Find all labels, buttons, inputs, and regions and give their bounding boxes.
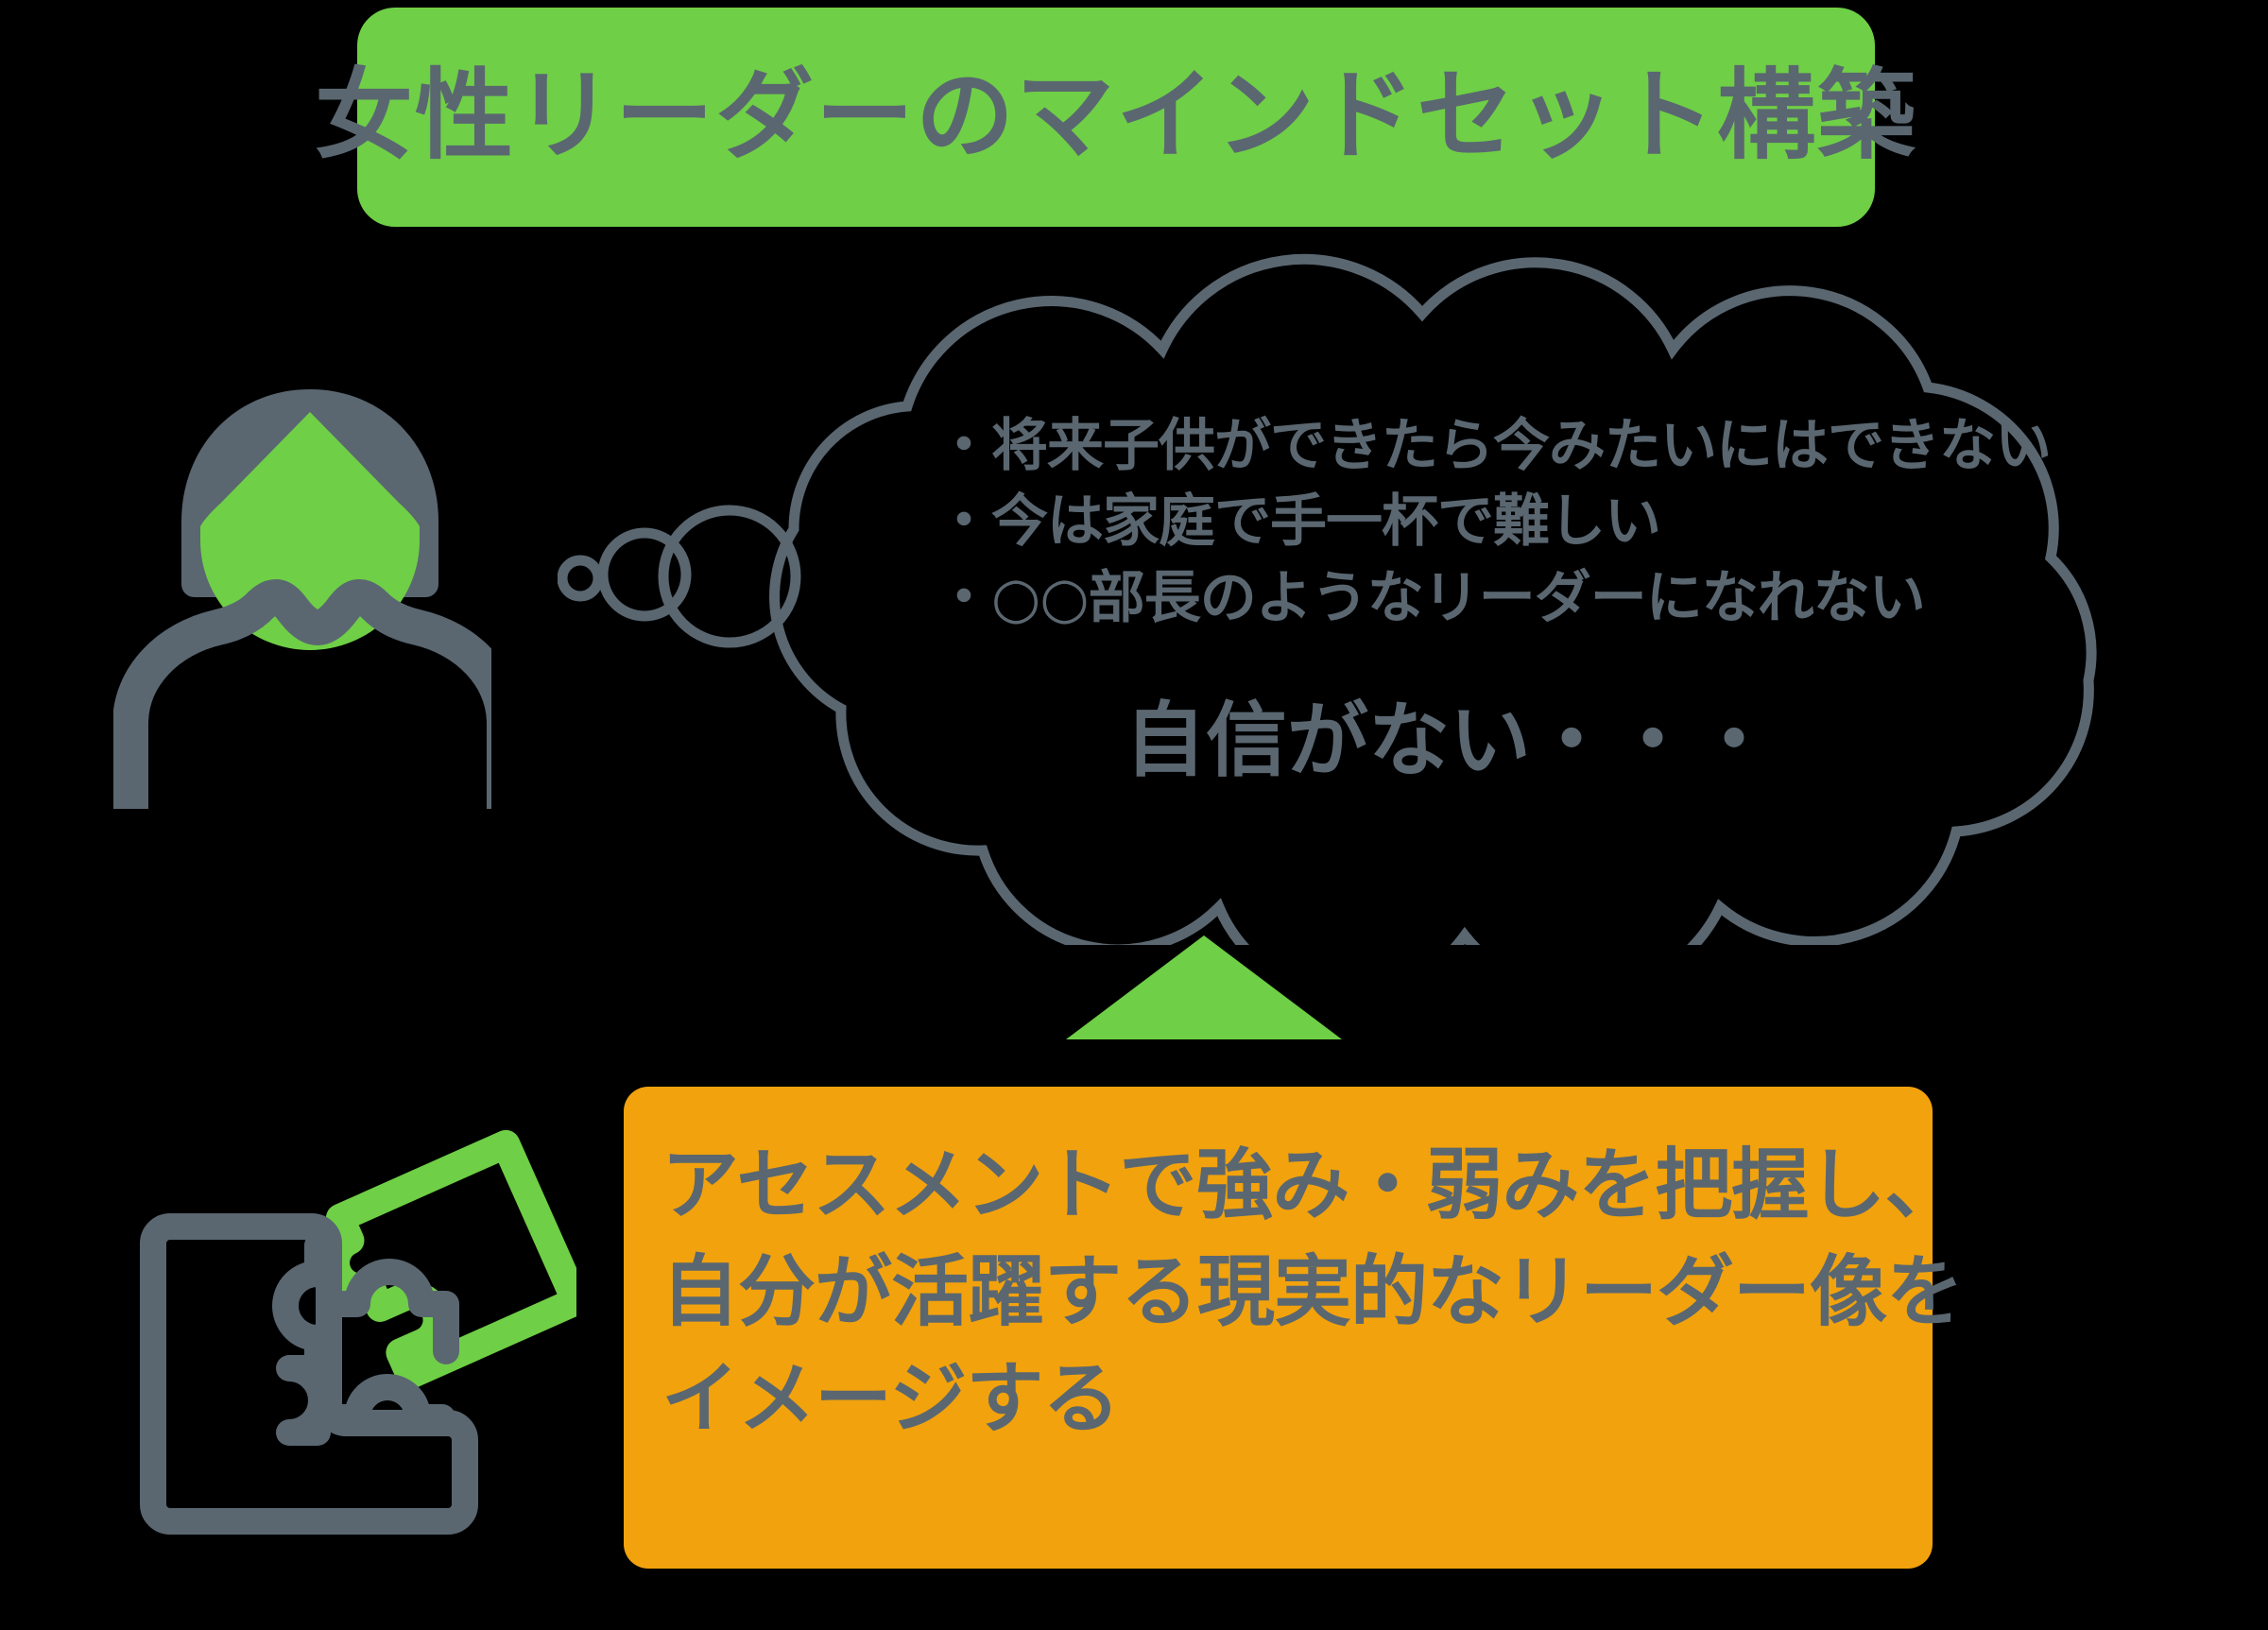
page-title: 女性リーダーのマインドセット構築: [315, 58, 1918, 173]
thought-bullet-3: ・○○部長のようなリーダーになれない: [936, 564, 1926, 631]
thought-bullet-1: ・将来子供ができたら今みたいにはできない: [936, 413, 2052, 479]
action-line-1: アセスメントで強み・弱みを把握し、: [662, 1141, 1962, 1230]
thought-headline: 自信がない・・・: [1125, 694, 1775, 788]
thought-bullet-2: ・今は家庭で手一杯で難しい: [936, 489, 1661, 556]
puzzle-piece-grey-knobs: [272, 1232, 459, 1446]
thought-cloud-bullet-list: ・将来子供ができたら今みたいにはできない ・今は家庭で手一杯で難しい ・○○部長…: [936, 408, 2202, 636]
up-arrow-icon: [1066, 935, 1342, 1039]
thought-tail-bubble-medium: [597, 527, 692, 622]
thought-tail-bubble-small: [557, 555, 604, 602]
female-person-icon: [112, 378, 523, 813]
action-line-3: イメージする: [662, 1354, 1120, 1445]
action-line-2: 自分が活躍する現実的なリーダー像を: [662, 1247, 1964, 1338]
puzzle-pieces-icon: [132, 1115, 591, 1540]
title-banner: 女性リーダーのマインドセット構築: [315, 8, 1916, 227]
thought-tail-bubble-large: [658, 505, 801, 648]
action-callout-box: アセスメントで強み・弱みを把握し、 自分が活躍する現実的なリーダー像を イメージ…: [624, 1087, 1964, 1569]
shoulders-shape: [112, 579, 523, 809]
